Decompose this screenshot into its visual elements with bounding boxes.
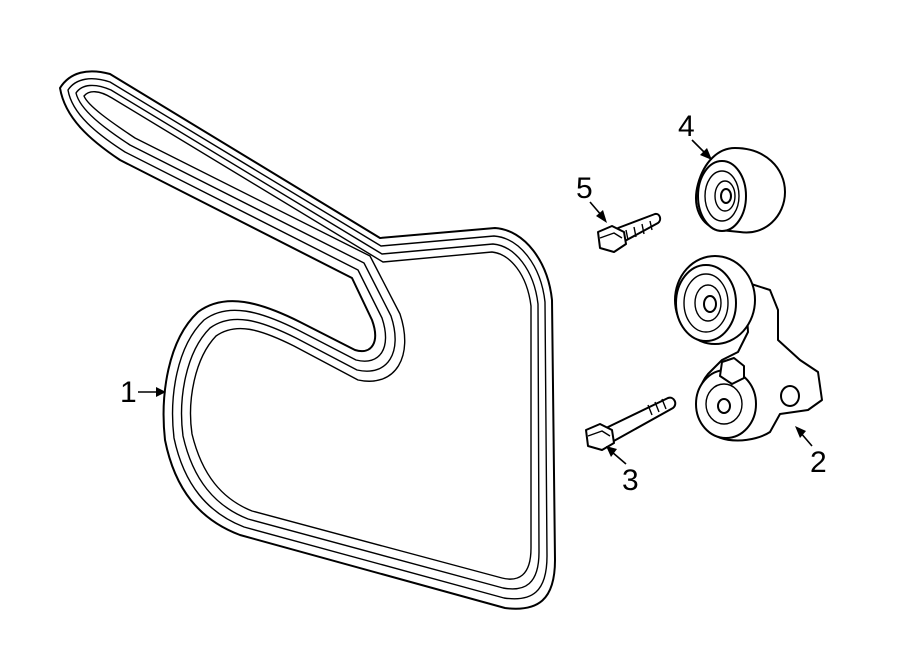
callout-2: 2 [795,426,827,479]
callout-number: 4 [678,110,695,143]
callout-number: 2 [810,446,827,479]
arrowhead [795,426,806,438]
callout-number: 5 [576,172,593,205]
callout-5: 5 [576,172,607,223]
serpentine-belt [59,70,556,610]
callout-4: 4 [678,110,712,160]
arrowhead [596,210,607,223]
callout-number: 1 [120,376,137,409]
callout-3: 3 [606,446,639,497]
arrowhead [606,446,617,457]
idler-pulley [695,147,786,234]
belt-tensioner [674,255,823,442]
arrowhead [700,148,712,160]
leader-line [611,451,627,465]
callout-1: 1 [120,376,166,409]
tensioner-bolt [585,396,677,451]
callout-number: 3 [622,464,639,497]
idler-pulley-bolt [597,212,662,253]
arrowhead [156,387,166,397]
